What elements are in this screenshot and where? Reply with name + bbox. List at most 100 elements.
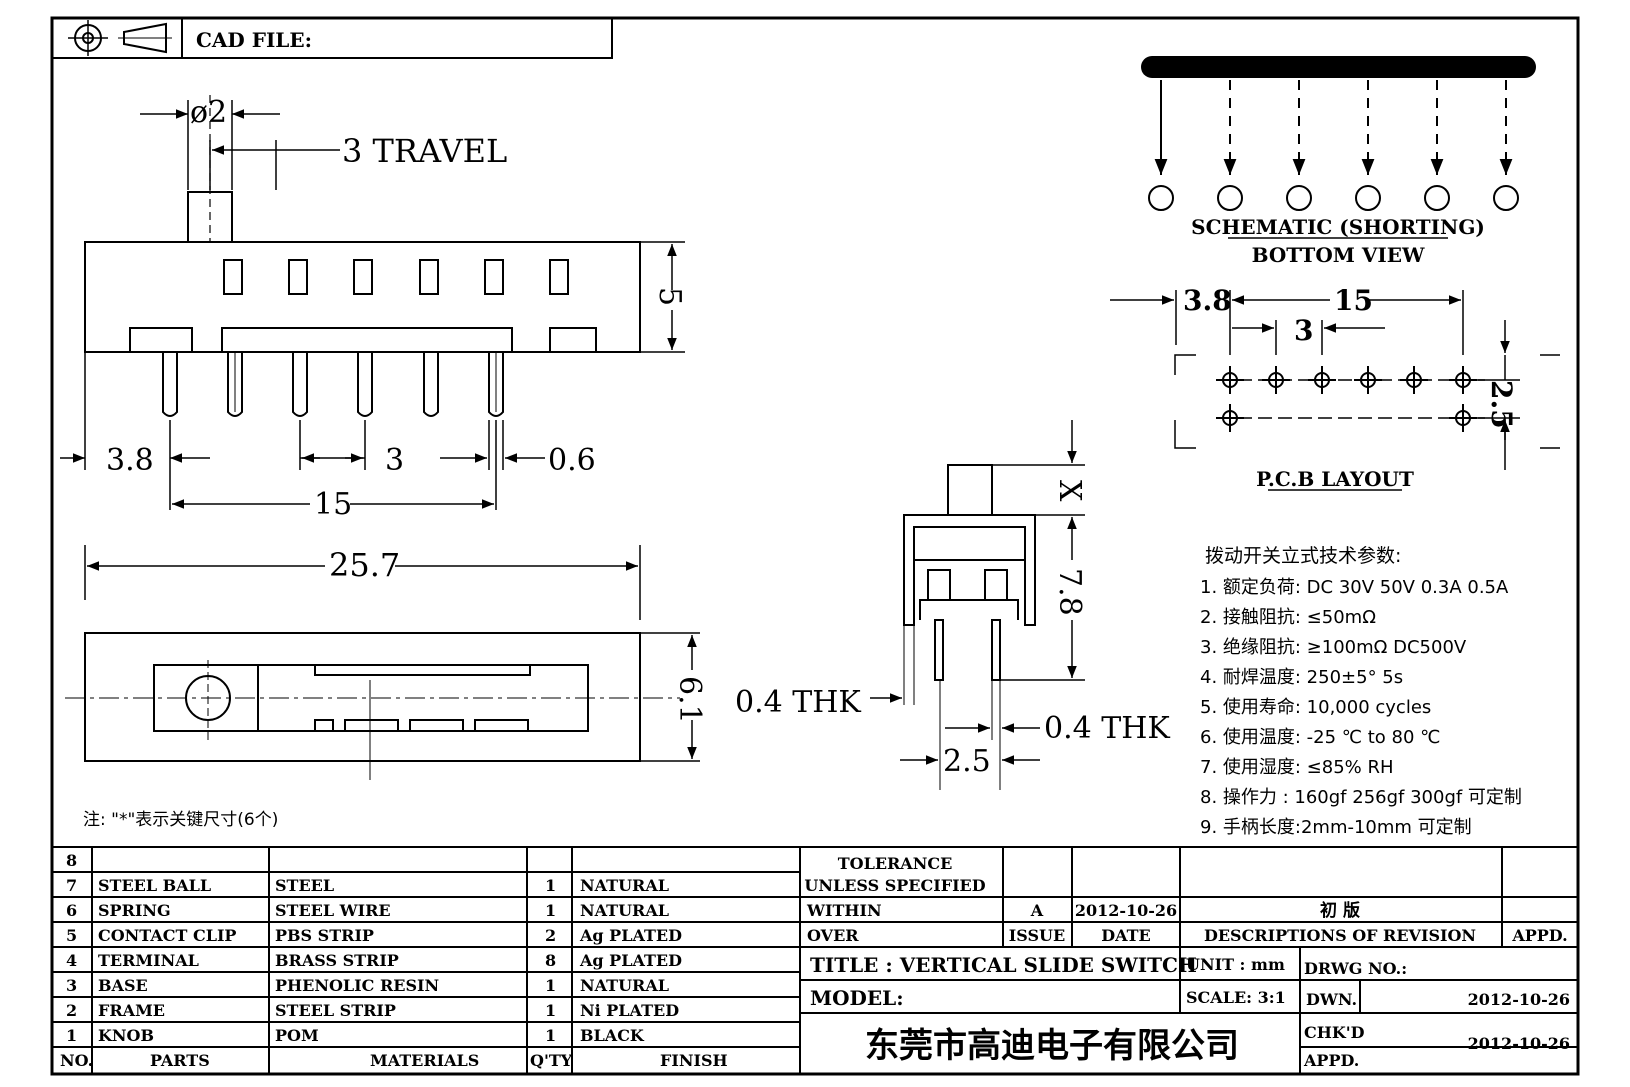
svg-text:STEEL WIRE: STEEL WIRE [275, 901, 391, 920]
svg-text:1: 1 [545, 1026, 556, 1045]
svg-text:PBS STRIP: PBS STRIP [275, 926, 374, 945]
svg-text:3: 3 [66, 976, 77, 995]
svg-text:NATURAL: NATURAL [580, 901, 669, 920]
svg-text:BLACK: BLACK [580, 1026, 645, 1045]
pcb-holes [1216, 366, 1477, 432]
svg-text:5: 5 [66, 926, 77, 945]
unless-specified-label: UNLESS SPECIFIED [804, 876, 985, 895]
svg-text:Ag PLATED: Ag PLATED [579, 926, 682, 945]
svg-text:8: 8 [66, 851, 77, 870]
svg-text:8: 8 [545, 951, 556, 970]
dim-front-0-6: 0.6 [548, 443, 596, 478]
table-header: NO. PARTS MATERIALS Q'TY FINISH [60, 1051, 728, 1070]
model-label: MODEL: [810, 986, 904, 1010]
specs-list: 1. 额定负荷: DC 30V 50V 0.3A 0.5A 2. 接触阻抗: ≤… [1200, 577, 1522, 838]
svg-text:POM: POM [275, 1026, 319, 1045]
side-knob [947, 464, 993, 516]
svg-text:2: 2 [545, 926, 556, 945]
appd-label: APPD. [1511, 926, 1567, 945]
tolerance-label: TOLERANCE [838, 854, 953, 873]
dim-front-3: 3 [385, 443, 404, 478]
issue-label: ISSUE [1009, 926, 1065, 945]
svg-text:NATURAL: NATURAL [580, 976, 669, 995]
svg-text:FRAME: FRAME [98, 1001, 165, 1020]
drawing-title: TITLE : VERTICAL SLIDE SWITCH [810, 953, 1197, 977]
svg-text:1: 1 [545, 976, 556, 995]
bom-table [52, 846, 1578, 1074]
svg-text:BASE: BASE [98, 976, 148, 995]
spec-item: 2. 接触阻抗: ≤50mΩ [1200, 607, 1376, 628]
svg-text:6: 6 [66, 901, 77, 920]
svg-text:1: 1 [545, 1001, 556, 1020]
dim-front-3-8: 3.8 [106, 443, 154, 478]
spec-item: 1. 额定负荷: DC 30V 50V 0.3A 0.5A [1200, 577, 1509, 598]
svg-text:CONTACT CLIP: CONTACT CLIP [98, 926, 236, 945]
pcb-dim-3-8: 3.8 [1183, 284, 1232, 317]
key-dim-note: 注: "*"表示关键尺寸(6个) [83, 810, 278, 830]
pcb-dim-15: 15 [1334, 284, 1373, 317]
table-row: 3 BASE PHENOLIC RESIN 1 NATURAL [66, 976, 669, 995]
frame [903, 514, 1036, 626]
spec-item: 3. 绝缘阻抗: ≥100mΩ DC500V [1200, 637, 1467, 658]
svg-text:NATURAL: NATURAL [580, 876, 669, 895]
front-dimensions [60, 100, 685, 510]
svg-text:1: 1 [545, 901, 556, 920]
svg-text:BRASS STRIP: BRASS STRIP [275, 951, 399, 970]
side-view [870, 420, 1085, 790]
svg-text:Q'TY: Q'TY [530, 1051, 573, 1070]
dim-phi2: ø2 [190, 95, 227, 130]
top-view [65, 545, 700, 780]
drawing-border [50, 16, 1580, 1076]
unit-label: UNIT : mm [1186, 955, 1285, 974]
pcb-dim-3: 3 [1294, 314, 1313, 347]
dim-2-5-side: 2.5 [943, 744, 991, 779]
rev-description: 初 版 [1320, 900, 1360, 921]
spec-item: 7. 使用湿度: ≤85% RH [1200, 757, 1394, 778]
svg-text:STEEL STRIP: STEEL STRIP [275, 1001, 396, 1020]
rev-issue: A [1030, 901, 1044, 920]
svg-text:STEEL: STEEL [275, 876, 334, 895]
svg-text:TERMINAL: TERMINAL [98, 951, 199, 970]
table-row: 8 [66, 851, 77, 870]
title-block [800, 847, 1578, 1074]
table-row: 2 FRAME STEEL STRIP 1 Ni PLATED [66, 1001, 679, 1020]
schematic-subtitle: BOTTOM VIEW [1252, 243, 1425, 267]
spec-item: 9. 手柄长度:2mm-10mm 可定制 [1200, 817, 1472, 838]
spec-item: 8. 操作力 : 160gf 256gf 300gf 可定制 [1200, 787, 1522, 808]
svg-text:STEEL BALL: STEEL BALL [98, 876, 211, 895]
bom-rows: 8 7 STEEL BALL STEEL 1 NATURAL 6 SPRING … [60, 851, 728, 1070]
rev-date: 2012-10-26 [1075, 901, 1177, 920]
svg-text:MATERIALS: MATERIALS [370, 1051, 479, 1070]
over-label: OVER [807, 926, 859, 945]
svg-text:NO.: NO. [60, 1051, 93, 1070]
dim-x: X [1052, 480, 1087, 502]
svg-text:PHENOLIC RESIN: PHENOLIC RESIN [275, 976, 439, 995]
schematic [1141, 56, 1536, 239]
dim-25-7: 25.7 [329, 546, 400, 584]
svg-text:2: 2 [66, 1001, 77, 1020]
projection-symbol-icon [68, 20, 172, 56]
svg-text:1: 1 [545, 876, 556, 895]
spec-item: 5. 使用寿命: 10,000 cycles [1200, 697, 1431, 718]
dim-7-8: 7.8 [1052, 568, 1087, 616]
dim-travel: 3 TRAVEL [342, 132, 507, 170]
svg-text:KNOB: KNOB [98, 1026, 154, 1045]
spec-item: 6. 使用温度: -25 ℃ to 80 ℃ [1200, 727, 1440, 748]
dim-0-4-thk-right: 0.4 THK [1044, 711, 1170, 746]
cad-file-label: CAD FILE: [196, 28, 312, 52]
svg-text:1: 1 [66, 1026, 77, 1045]
svg-text:7: 7 [66, 876, 77, 895]
table-row: 4 TERMINAL BRASS STRIP 8 Ag PLATED [66, 951, 682, 970]
spec-item: 4. 耐焊温度: 250±5° 5s [1200, 667, 1403, 688]
pcb-title: P.C.B LAYOUT [1256, 467, 1414, 491]
top-view-body [84, 632, 641, 762]
drwg-no-label: DRWG NO.: [1304, 959, 1407, 978]
svg-text:SPRING: SPRING [98, 901, 171, 920]
dim-front-15: 15 [314, 487, 352, 522]
svg-text:FINISH: FINISH [660, 1051, 728, 1070]
scale-label: SCALE: 3:1 [1186, 988, 1286, 1007]
front-view [84, 95, 641, 417]
svg-text:Ni PLATED: Ni PLATED [580, 1001, 679, 1020]
specs-heading: 拨动开关立式技术参数: [1205, 545, 1401, 567]
